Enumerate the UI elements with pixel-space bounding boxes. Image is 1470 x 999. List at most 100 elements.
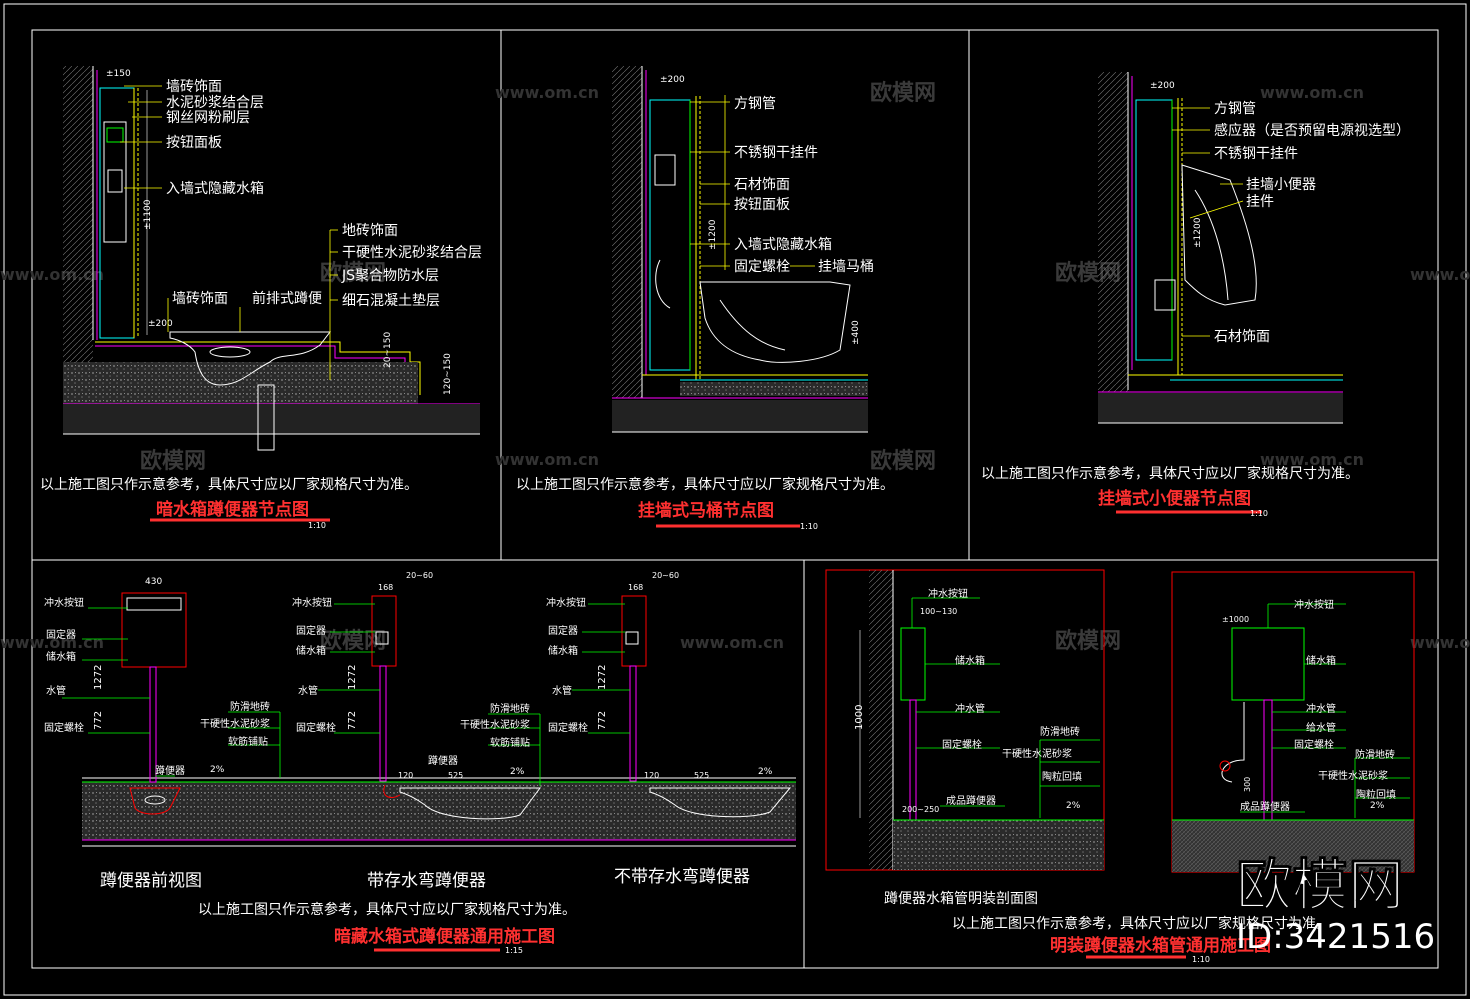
label-text: 干硬性水泥砂浆 xyxy=(1002,747,1072,760)
label-text: 墙砖饰面 xyxy=(166,79,222,95)
label-text: 冲水按钮 xyxy=(928,587,968,600)
brand-watermark: 欧模网 ID:3421516 xyxy=(1236,854,1436,958)
watermark-brand: 欧模网 xyxy=(320,260,386,286)
view-caption: 蹲便器前视图 xyxy=(100,871,202,891)
drawing-scale: 1:15 xyxy=(505,946,523,955)
drawing-scale: 1:10 xyxy=(1192,955,1210,964)
watermark-url: www.om.cn xyxy=(680,633,784,652)
watermark-url: www.om.cn xyxy=(1260,83,1364,102)
dim-label: ±200 xyxy=(660,75,685,85)
dim-label: ±200 xyxy=(148,319,173,329)
label-text: 储水箱 xyxy=(46,650,76,663)
dim-label: 168 xyxy=(628,583,643,592)
label-text: 成品蹲便器 xyxy=(946,794,996,807)
label-text: 按钮面板 xyxy=(166,135,222,151)
label-text: 干硬性水泥砂浆结合层 xyxy=(342,245,482,261)
label-text: 不锈钢干挂件 xyxy=(1214,146,1298,162)
label-text: JS聚合物防水层 xyxy=(341,268,439,284)
watermark-brand: 欧模网 xyxy=(1055,628,1121,654)
label-text: 固定螺栓 xyxy=(1294,738,1334,751)
dim-label: 168 xyxy=(378,583,393,592)
drawing-title: 挂墙式小便器节点图 xyxy=(1098,488,1251,509)
dim-label: ±1200 xyxy=(708,219,718,250)
dim-label: 120 xyxy=(398,771,413,780)
panel-wall-hung-toilet: ±200 ±1200 ±400 方钢管 不锈钢干挂件 石材饰面 按钮面板 入墙式… xyxy=(516,66,894,531)
dim-label: ±1100 xyxy=(143,199,153,230)
label-text: 固定螺栓 xyxy=(734,259,790,275)
label-text: 感应器（是否预留电源视选型） xyxy=(1214,122,1410,139)
label-text: 石材饰面 xyxy=(734,177,790,193)
watermark-url: www.om.cn xyxy=(1410,633,1470,652)
watermark-url: www.om.cn xyxy=(495,450,599,469)
label-text: 冲水按钮 xyxy=(44,596,84,609)
label-text: 钢丝网粉刷层 xyxy=(166,110,250,126)
panel-wall-hung-urinal: ±200 ±1200 方钢管 感应器（是否预留电源视选型） 不锈钢干挂件 挂墙小… xyxy=(981,72,1410,518)
note-text: 以上施工图只作示意参考，具体尺寸应以厂家规格尺寸为准。 xyxy=(40,476,418,493)
label-text: 入墙式隐藏水箱 xyxy=(166,181,264,197)
brand-logo-text: 欧模网 xyxy=(1236,854,1404,919)
label-text: 细石混凝土垫层 xyxy=(342,293,440,309)
label-text: 给水管 xyxy=(1306,721,1336,734)
drawing-scale: 1:10 xyxy=(1250,509,1268,518)
panel-concealed-tank-general: 430 1272 772 2% 冲水按钮 固定器 储水箱 水管 固定螺栓 蹲便器… xyxy=(44,571,796,955)
dim-label: 772 xyxy=(597,711,608,730)
dim-label: 200~250 xyxy=(902,805,939,814)
dim-label: 772 xyxy=(347,711,358,730)
label-text: 防滑地砖 xyxy=(1355,748,1395,761)
dim-label: 772 xyxy=(93,711,104,730)
watermark-brand: 欧模网 xyxy=(870,448,936,474)
label-text: 不锈钢干挂件 xyxy=(734,145,818,161)
label-text: 干硬性水泥砂浆 xyxy=(460,718,530,731)
label-text: 冲水按钮 xyxy=(546,596,586,609)
label-text: 挂墙小便器 xyxy=(1246,177,1316,193)
brand-id-text: ID:3421516 xyxy=(1236,917,1435,957)
label-text: 固定器 xyxy=(46,628,76,641)
drawing-title: 暗水箱蹲便器节点图 xyxy=(156,499,309,520)
dim-label: 2% xyxy=(1370,801,1385,811)
drawing-title: 挂墙式马桶节点图 xyxy=(638,500,774,521)
label-text: 墙砖饰面 xyxy=(172,291,228,307)
inner-frame xyxy=(31,29,1439,969)
label-text: 防滑地砖 xyxy=(490,702,530,715)
label-text: 冲水管 xyxy=(1306,702,1336,715)
dim-label: 2% xyxy=(758,767,773,777)
label-text: 固定螺栓 xyxy=(44,721,84,734)
label-text: 固定螺栓 xyxy=(548,721,588,734)
note-text: 以上施工图只作示意参考，具体尺寸应以厂家规格尺寸为准。 xyxy=(981,465,1359,482)
dim-label: 120~150 xyxy=(443,353,453,395)
dim-label: 100~130 xyxy=(920,607,957,616)
watermark-brand: 欧模网 xyxy=(140,448,206,474)
dim-label: ±1200 xyxy=(1193,217,1203,248)
label-text: 干硬性水泥砂浆 xyxy=(1318,769,1388,782)
label-text: 储水箱 xyxy=(548,644,578,657)
dim-label: 120 xyxy=(644,771,659,780)
label-text: 固定螺栓 xyxy=(296,721,336,734)
label-text: 冲水管 xyxy=(955,702,985,715)
label-text: 储水箱 xyxy=(1306,654,1336,667)
panel-exposed-tank-general: 100~130 1000 200~250 2% 冲水按钮 储水箱 冲水管 固定螺… xyxy=(825,569,1415,964)
dim-label: 525 xyxy=(448,771,463,780)
label-text: 前排式蹲便 xyxy=(252,290,322,307)
watermark-url: www.om.cn xyxy=(0,633,104,652)
watermark-layer: 欧模网 欧模网 欧模网 欧模网 欧模网 欧模网 欧模网 www.om.cn ww… xyxy=(0,80,1470,654)
label-text: 入墙式隐藏水箱 xyxy=(734,237,832,253)
drawing-title: 明装蹲便器水箱管通用施工图 xyxy=(1050,935,1271,956)
label-text: 水管 xyxy=(552,684,572,697)
label-text: 地砖饰面 xyxy=(342,223,398,239)
label-text: 陶粒回填 xyxy=(1356,788,1396,801)
label-text: 防滑地砖 xyxy=(1040,725,1080,738)
dim-label: 525 xyxy=(694,771,709,780)
dim-label: 2% xyxy=(1066,801,1081,811)
watermark-brand: 欧模网 xyxy=(870,80,936,106)
label-text: 水管 xyxy=(298,684,318,697)
dim-label: 20~150 xyxy=(383,332,393,368)
label-text: 挂墙马桶 xyxy=(818,259,874,275)
label-text: 方钢管 xyxy=(734,96,776,112)
label-text: 固定器 xyxy=(296,624,326,637)
label-text: 成品蹲便器 xyxy=(1240,800,1290,813)
dim-label: 20~60 xyxy=(406,571,433,580)
sheet-border xyxy=(3,3,1467,996)
dim-label: ±150 xyxy=(106,69,131,79)
label-text: 固定器 xyxy=(548,624,578,637)
